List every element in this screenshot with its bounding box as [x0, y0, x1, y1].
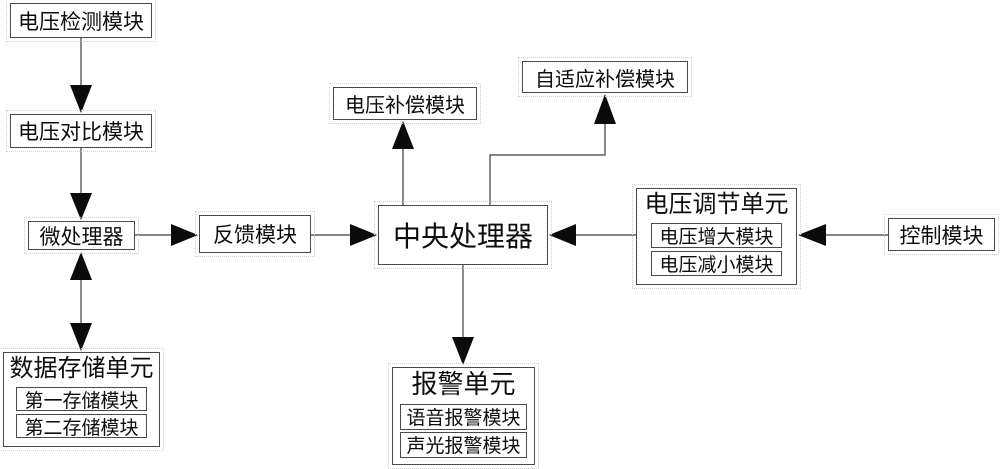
alarm-unit-title: 报警单元 — [411, 370, 516, 399]
node-voltage-comparison-module: 电压对比模块 — [6, 110, 156, 152]
node-microprocessor: 微处理器 — [24, 217, 139, 254]
node-voltage-decrease-module: 电压减小模块 — [651, 251, 782, 276]
node-control-module: 控制模块 — [884, 214, 999, 255]
node-alarm-unit: 报警单元 语音报警模块 声光报警模块 — [388, 363, 539, 469]
node-voltage-detection-module: 电压检测模块 — [6, 0, 156, 42]
arrowhead-up-adaptive — [594, 94, 616, 124]
arrowhead-left-regulation — [798, 224, 826, 246]
arrowhead-down-storage — [70, 323, 92, 351]
voltage-regulation-unit-title: 电压调节单元 — [644, 192, 789, 218]
node-sound-light-alarm-module: 声光报警模块 — [400, 431, 527, 458]
node-voltage-increase-module: 电压增大模块 — [651, 223, 782, 248]
node-adaptive-compensation-module: 自适应补偿模块 — [518, 57, 692, 97]
arrowhead-right-cpu — [350, 224, 377, 246]
arrowhead-up-microprocessor — [70, 252, 92, 280]
arrowhead-down-alarm — [452, 337, 474, 365]
node-second-storage-module: 第二存储模块 — [16, 414, 147, 439]
arrowhead-right-feedback — [171, 224, 198, 246]
connector-cpu-to-adaptive — [489, 122, 606, 205]
node-voltage-regulation-unit: 电压调节单元 电压增大模块 电压减小模块 — [632, 184, 801, 289]
node-data-storage-unit: 数据存储单元 第一存储模块 第二存储模块 — [0, 348, 164, 451]
node-first-storage-module: 第一存储模块 — [16, 387, 147, 412]
arrowhead-left-cpu — [549, 224, 576, 246]
node-voltage-compensation-module: 电压补偿模块 — [329, 83, 481, 124]
arrowhead-down-comparison — [70, 85, 92, 113]
data-storage-unit-title: 数据存储单元 — [9, 356, 154, 382]
node-voice-alarm-module: 语音报警模块 — [400, 403, 527, 430]
node-feedback-module: 反馈模块 — [195, 211, 315, 257]
node-central-processor: 中央处理器 — [374, 201, 552, 269]
arrowhead-up-compensation — [392, 121, 414, 149]
arrowhead-down-microprocessor — [70, 193, 92, 220]
